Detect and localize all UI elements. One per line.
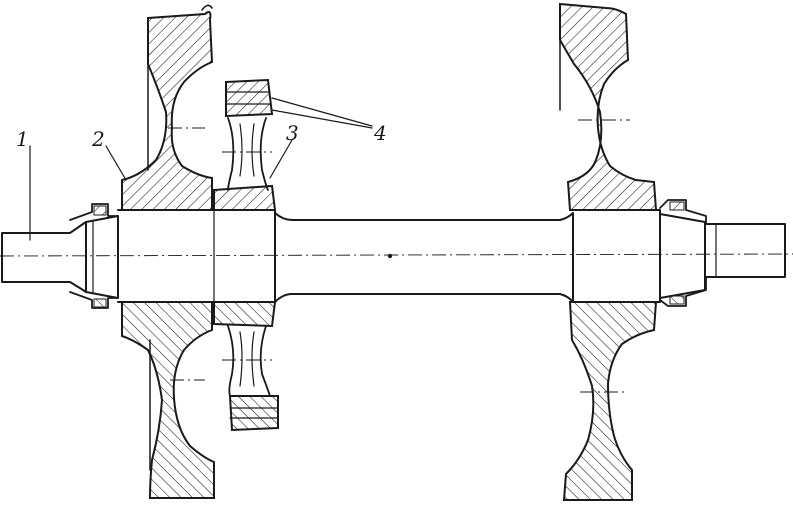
callout-1: 1 <box>16 127 29 151</box>
gear-rim-lower <box>228 395 279 432</box>
gear-hub-upper <box>213 184 277 211</box>
axle <box>1 209 786 303</box>
right-wheel <box>559 2 658 501</box>
gear-wheel <box>213 78 279 432</box>
left-wheel <box>121 4 215 499</box>
callout-2: 2 <box>91 127 105 151</box>
left-bearing-cap <box>69 203 119 309</box>
callout-3: 3 <box>286 121 299 145</box>
right-bearing-cap <box>659 199 707 307</box>
left-wheel-lower-section <box>121 301 215 499</box>
gear-hub-lower <box>213 301 277 328</box>
gear-rim-upper <box>225 78 274 118</box>
right-wheel-upper-section <box>559 2 658 211</box>
callout-4: 4 <box>373 121 387 145</box>
leader-lines <box>29 97 373 241</box>
left-wheel-upper-section <box>121 11 214 211</box>
right-wheel-lower-section <box>562 301 658 501</box>
centre-line <box>0 253 793 257</box>
